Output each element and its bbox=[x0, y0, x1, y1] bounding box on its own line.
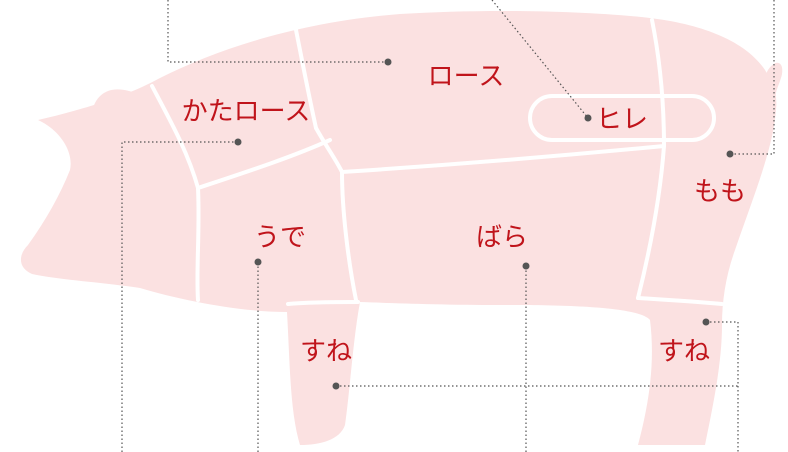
label-shoulder: うで bbox=[254, 223, 306, 253]
leader-dot-shoulder bbox=[254, 258, 262, 266]
leader-lines bbox=[121, 0, 775, 452]
cut-seams bbox=[150, 18, 724, 306]
leader-dot-leg bbox=[726, 150, 734, 158]
leader-fillet bbox=[491, 0, 589, 119]
leader-dot-belly bbox=[522, 262, 530, 270]
label-belly: ばら bbox=[476, 223, 528, 253]
leader-dot-shank-rear bbox=[702, 318, 710, 326]
leader-dot-loin bbox=[384, 58, 392, 66]
pig-body bbox=[20, 10, 777, 445]
leader-loin bbox=[167, 0, 388, 63]
label-leg: もも bbox=[694, 177, 746, 207]
leader-dot-shoulder-loin bbox=[234, 138, 242, 146]
pig-ear bbox=[92, 89, 132, 112]
label-fillet: ヒレ bbox=[596, 105, 648, 135]
leader-shank-rear bbox=[706, 321, 739, 452]
leader-dot-shank-front bbox=[332, 382, 340, 390]
label-shank-front: すね bbox=[300, 337, 352, 367]
label-shoulder-loin: かたロース bbox=[182, 97, 311, 127]
leader-dot-fillet bbox=[584, 114, 592, 122]
label-loin: ロース bbox=[428, 62, 505, 92]
cut-labels: ロース ヒレ かたロース もも うで ばら すね すね bbox=[182, 62, 746, 367]
label-shank-rear: すね bbox=[658, 337, 710, 367]
